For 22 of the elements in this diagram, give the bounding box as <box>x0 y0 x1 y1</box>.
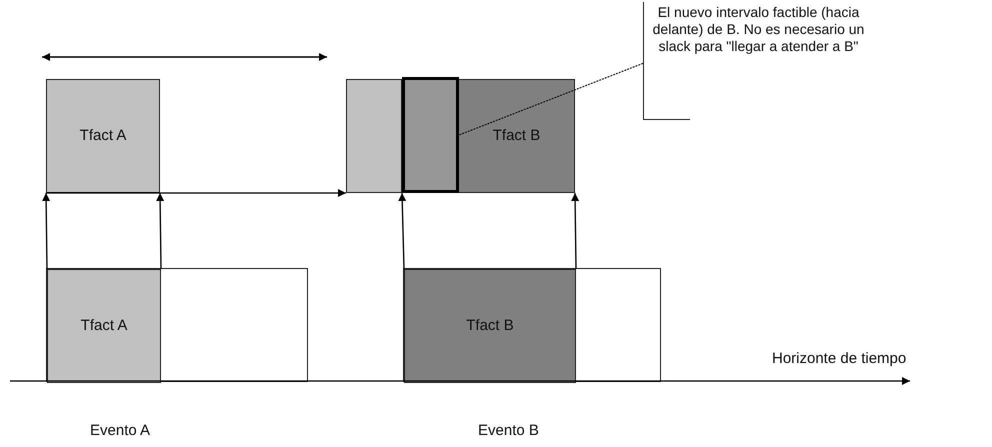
time-bar <box>46 79 160 193</box>
leader-line <box>458 62 644 136</box>
time-bar <box>346 79 402 193</box>
time-bar <box>47 269 161 383</box>
time-bar <box>458 79 575 193</box>
bar-label: Tfact B <box>466 317 514 335</box>
arrow <box>46 189 346 197</box>
axis-label: Horizonte de tiempo <box>772 350 906 367</box>
arrow <box>156 193 164 269</box>
interval-bar <box>402 77 459 193</box>
arrow <box>398 192 406 270</box>
time-bar <box>404 269 576 383</box>
time-window <box>46 268 308 382</box>
bar-label: Tfact A <box>80 127 126 145</box>
arrow <box>571 193 580 269</box>
time-window <box>403 268 661 382</box>
event-label: Evento A <box>90 422 150 439</box>
callout-text: El nuevo intervalo factible (hacia delante) de B. No es necesario un slack para "llegar a atender a B" <box>652 3 866 56</box>
bar-label: Tfact A <box>80 317 128 335</box>
arrow <box>42 193 50 269</box>
event-label: Evento B <box>478 422 539 439</box>
bar-label: Tfact B <box>492 127 540 145</box>
